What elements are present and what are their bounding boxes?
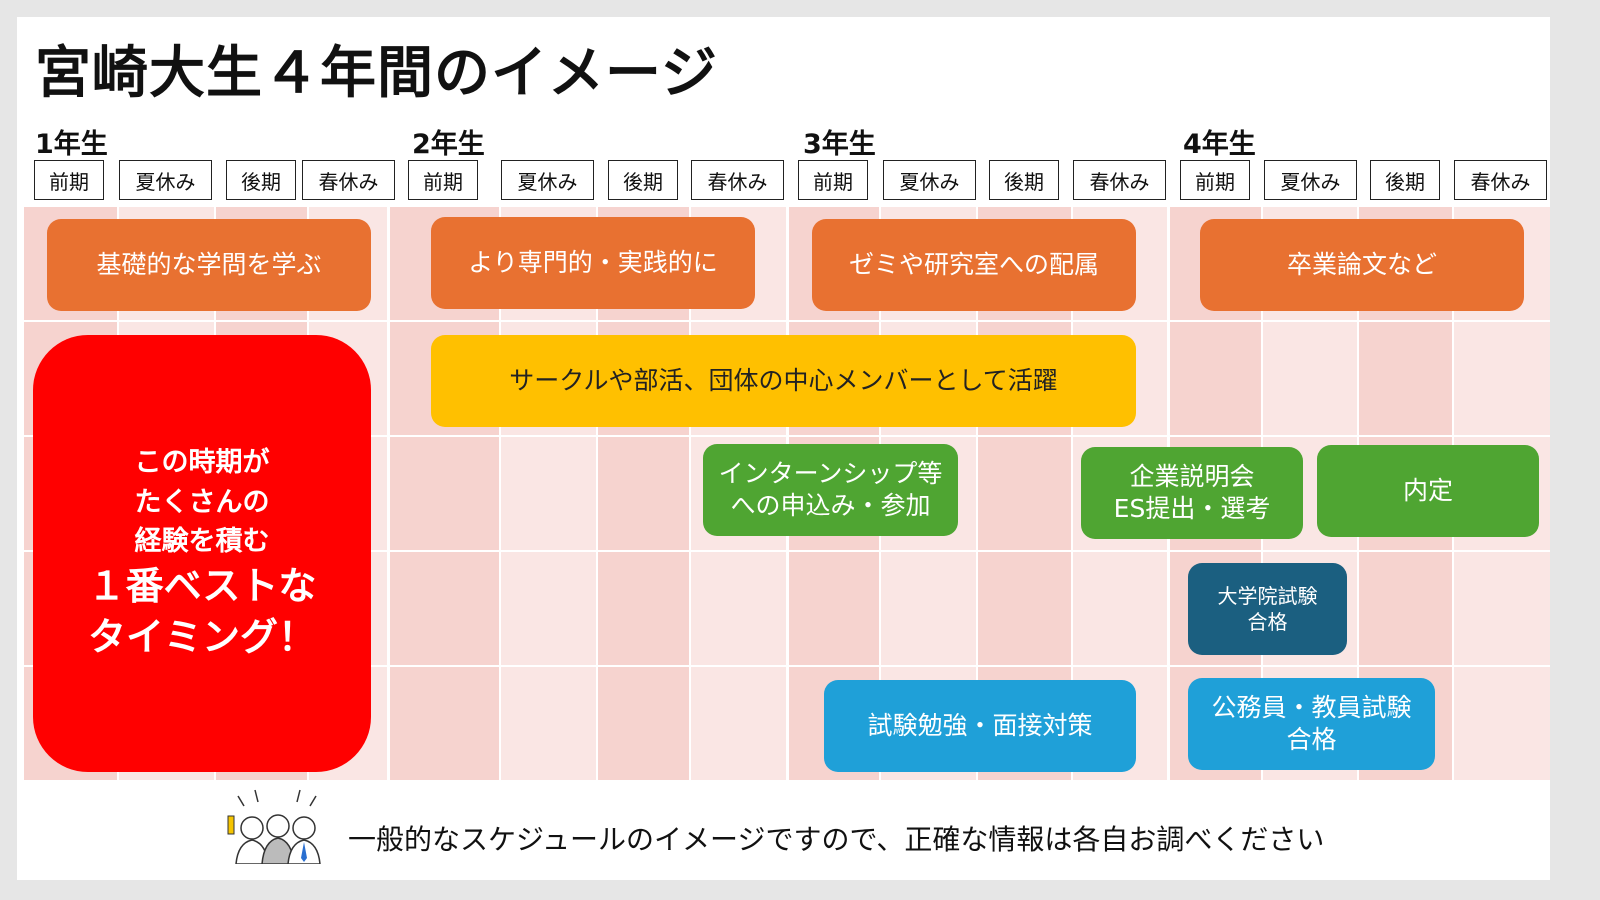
- internship-line: インターンシップ等: [718, 458, 943, 488]
- column-divider: [387, 207, 390, 780]
- term-header: 春休み: [302, 160, 395, 200]
- students-illustration-icon: [227, 789, 321, 864]
- term-header: 夏休み: [501, 160, 594, 200]
- best-timing-callout: この時期が たくさんの 経験を積む １番ベストな タイミング！: [33, 335, 371, 772]
- column-divider: [689, 207, 691, 780]
- term-header: 夏休み: [883, 160, 976, 200]
- column-divider: [596, 207, 598, 780]
- exam-prep: 試験勉強・面接対策: [824, 680, 1136, 772]
- study-year1: 基礎的な学問を学ぶ: [47, 219, 371, 311]
- internship: インターンシップ等 への申込み・参加: [703, 444, 958, 536]
- job-hunting-line: ES提出・選考: [1113, 494, 1271, 523]
- callout-line: 経験を積む: [134, 525, 270, 557]
- callout-big: タイミング！: [87, 615, 316, 660]
- term-header: 後期: [226, 160, 296, 200]
- study-year3: ゼミや研究室への配属: [812, 219, 1136, 311]
- column-divider: [976, 207, 978, 780]
- job-offer: 内定: [1317, 445, 1539, 537]
- callout-line: たくさんの: [134, 486, 270, 518]
- term-header: 前期: [798, 160, 868, 200]
- term-header: 春休み: [1073, 160, 1166, 200]
- year-label: 2年生: [412, 129, 485, 160]
- grad-school-exam: 大学院試験 合格: [1188, 563, 1347, 655]
- term-header: 後期: [608, 160, 678, 200]
- year-label: 1年生: [35, 129, 108, 160]
- job-hunting-line: 企業説明会: [1129, 461, 1255, 491]
- term-header: 前期: [408, 160, 478, 200]
- civil-service-line: 公務員・教員試験: [1211, 692, 1412, 722]
- callout-big: １番ベストな: [87, 563, 317, 608]
- job-hunting: 企業説明会 ES提出・選考: [1081, 447, 1303, 539]
- term-header: 前期: [34, 160, 104, 200]
- grad-school-line: 大学院試験: [1217, 584, 1318, 608]
- year-label: 4年生: [1183, 129, 1256, 160]
- callout-line: この時期が: [134, 447, 270, 479]
- term-header: 後期: [989, 160, 1059, 200]
- disclaimer-text: 一般的なスケジュールのイメージですので、正確な情報は各自お調べください: [348, 823, 1325, 856]
- term-header: 春休み: [1454, 160, 1547, 200]
- term-header: 夏休み: [1264, 160, 1357, 200]
- term-header: 後期: [1370, 160, 1440, 200]
- term-header: 前期: [1180, 160, 1250, 200]
- club-activity: サークルや部活、団体の中心メンバーとして活躍: [431, 335, 1136, 427]
- year-label: 3年生: [803, 129, 876, 160]
- study-year4: 卒業論文など: [1200, 219, 1524, 311]
- column-divider: [1071, 207, 1073, 780]
- study-year2: より専門的・実践的に: [431, 217, 755, 309]
- term-header: 春休み: [691, 160, 784, 200]
- grad-school-line: 合格: [1247, 610, 1288, 634]
- internship-line: への申込み・参加: [730, 491, 931, 520]
- civil-service-exam: 公務員・教員試験 合格: [1188, 678, 1435, 770]
- civil-service-line: 合格: [1286, 725, 1337, 754]
- page-title: 宮崎大生４年間のイメージ: [35, 41, 718, 106]
- column-divider: [499, 207, 501, 780]
- term-header: 夏休み: [119, 160, 212, 200]
